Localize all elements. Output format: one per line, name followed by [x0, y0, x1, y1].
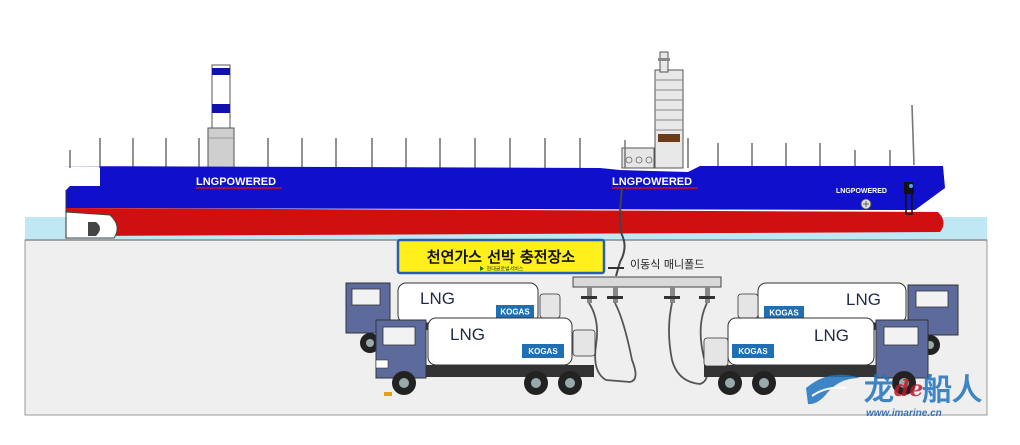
bow-windlass — [904, 182, 914, 215]
watermark: 龙 de 船人 www.imarine.cn — [806, 373, 982, 419]
watermark-brand-accent: de — [894, 376, 923, 402]
banner-title: 천연가스 선박 충전장소 — [427, 248, 576, 266]
bunkering-station-banner: 천연가스 선박 충전장소 현대글로벌서비스 — [396, 238, 606, 275]
banner-subtitle: 현대글로벌서비스 — [487, 266, 524, 273]
mobile-manifold — [572, 276, 722, 303]
hull-upper — [65, 166, 945, 210]
transfer-hoses — [588, 302, 709, 385]
deck-posts — [69, 104, 915, 168]
watermark-url: www.imarine.cn — [866, 408, 942, 419]
truck-lb-tank-label: LNG — [420, 289, 455, 308]
manifold-label: 이동식 매니폴드 — [630, 258, 704, 271]
truck-lf-badge: KOGAS — [528, 347, 558, 356]
hull-label-stern: LNGPOWERED — [196, 176, 276, 188]
accommodation-block — [621, 51, 684, 169]
truck-rf-badge: KOGAS — [738, 347, 768, 356]
truck-right-back: LNG KOGAS — [737, 282, 959, 355]
ship-bunker-hose — [615, 187, 626, 277]
hull-lower — [66, 208, 944, 236]
funnel — [207, 64, 235, 169]
truck-left-front: LNG KOGAS — [375, 317, 596, 396]
truck-lb-badge: KOGAS — [500, 308, 530, 317]
truck-right-front: LNG KOGAS — [703, 317, 929, 395]
truck-lf-tank-label: LNG — [450, 325, 485, 344]
watermark-logo-icon — [806, 374, 860, 405]
hull-label-bow: LNGPOWERED — [836, 188, 887, 195]
watermark-brand-tail: 船人 — [922, 373, 982, 408]
truck-rb-badge: KOGAS — [769, 309, 799, 318]
truck-rf-tank-label: LNG — [814, 326, 849, 345]
ship-hull — [65, 166, 945, 239]
watermark-brand-main: 龙 — [864, 373, 894, 408]
hull-label-mid: LNGPOWERED — [612, 176, 692, 188]
bow-anchor — [860, 198, 872, 210]
truck-rb-tank-label: LNG — [846, 290, 881, 309]
